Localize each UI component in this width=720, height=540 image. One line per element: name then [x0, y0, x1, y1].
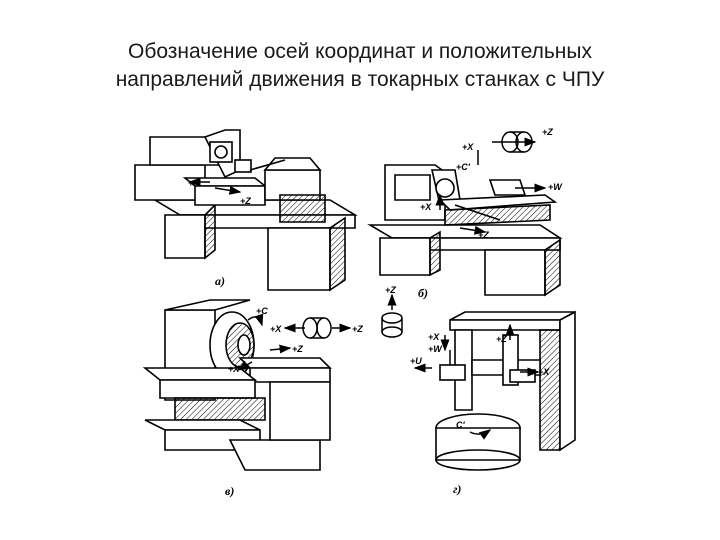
panel-b-caption: б) [418, 286, 428, 300]
panel-a-caption: а) [215, 274, 225, 288]
panel-g-axis-u: +U [410, 356, 422, 366]
panel-g-caption: г) [453, 482, 461, 496]
panel-v-lathe [142, 299, 332, 471]
panel-g-axes [381, 293, 540, 440]
panel-g-axis-x-left: +X [428, 332, 440, 342]
panel-a-axis-z: +Z [240, 196, 251, 206]
panel-v-axes [236, 313, 352, 371]
panel-b-axis-w: +W [548, 182, 563, 192]
panel-a-axes [188, 177, 242, 195]
panel-v-axis-x-top: +X [270, 324, 282, 334]
panel-v-axis-c: +C [256, 306, 268, 316]
panel-b-lathe [367, 164, 563, 297]
panel-g-axis-w: +W [428, 344, 443, 354]
panel-b-axis-z: +Z [478, 230, 489, 240]
title-line-1: Обозначение осей координат и положительн… [128, 40, 592, 63]
panel-g-axis-z-left: +Z [385, 285, 396, 295]
panel-g-axis-x: +X [538, 367, 550, 377]
panel-b-axis-c: +C' [456, 162, 471, 172]
slide-title: Обозначение осей координат и положительн… [0, 38, 720, 94]
panel-v-axis-x: +X [228, 364, 240, 374]
panel-v-axis-z-top: +Z [352, 324, 363, 334]
panel-v-axis-z: +Z [292, 344, 303, 354]
panel-v-caption: в) [225, 484, 234, 498]
panel-b-axis-z-top: +Z [542, 127, 553, 137]
panel-g-axis-c: C' [456, 420, 465, 430]
panel-a-lathe [134, 129, 358, 292]
panel-b-axis-x: +X [420, 202, 432, 212]
panel-b-axis-x-top: +X [462, 142, 474, 152]
panel-a-axis-x: +X [188, 178, 200, 188]
panel-g-axis-z: +Z [496, 334, 507, 344]
title-line-2: направлений движения в токарных станках … [115, 68, 605, 91]
panel-b-axes [435, 131, 547, 235]
